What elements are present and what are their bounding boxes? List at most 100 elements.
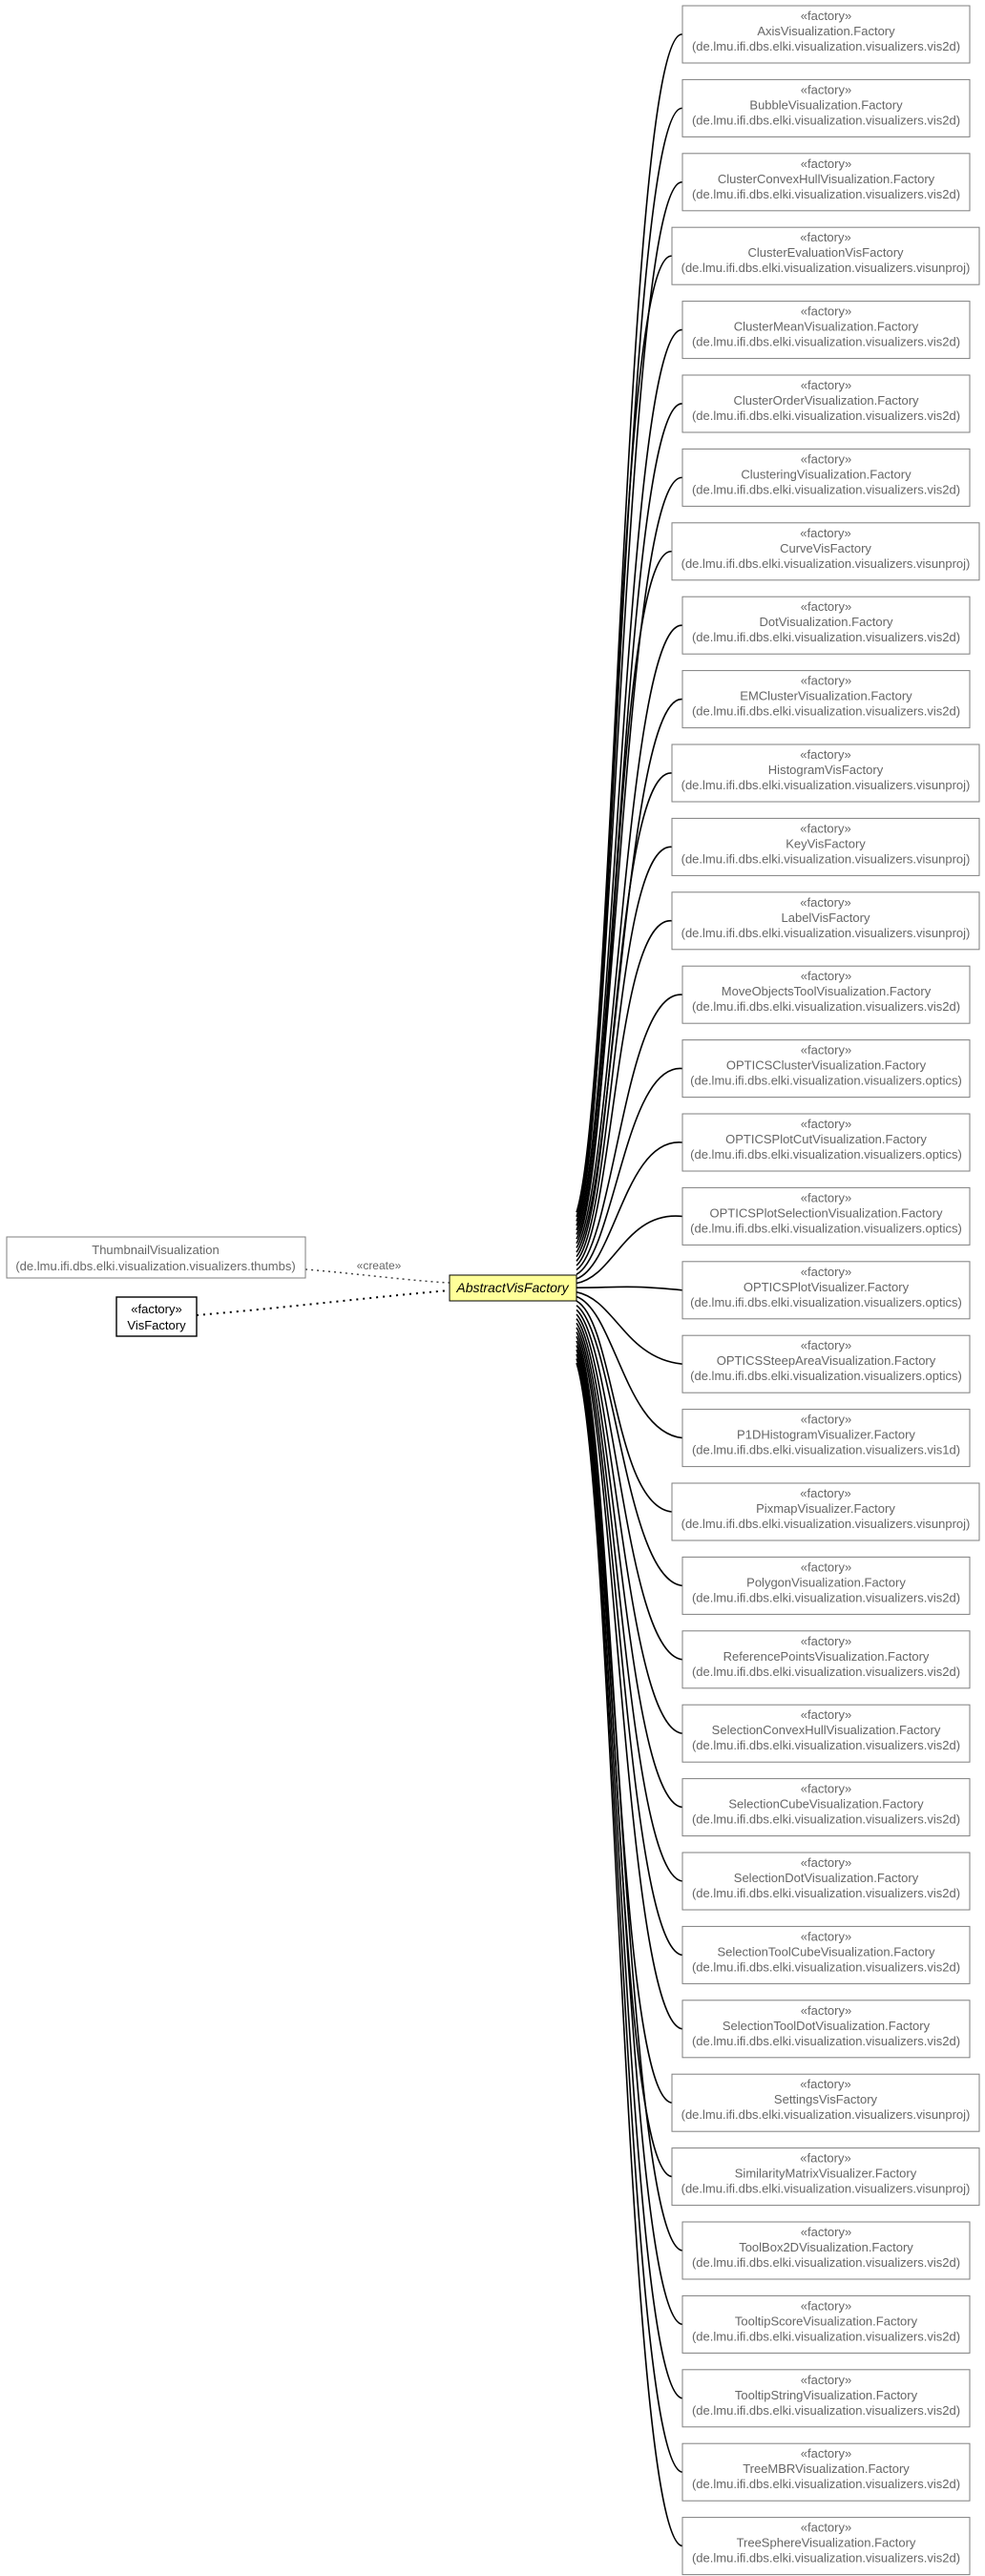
factory-name: ClusterOrderVisualization.Factory: [733, 393, 919, 408]
factory-node[interactable]: «factory»SelectionToolDotVisualization.F…: [681, 2000, 971, 2059]
factory-package: (de.lmu.ifi.dbs.elki.visualization.visua…: [692, 630, 960, 644]
inheritance-edge: [576, 624, 683, 1248]
factory-node[interactable]: «factory»TreeSphereVisualization.Factory…: [681, 2517, 971, 2576]
factory-node[interactable]: «factory»PixmapVisualizer.Factory(de.lmu…: [671, 1482, 980, 1541]
factory-node[interactable]: «factory»TooltipStringVisualization.Fact…: [681, 2369, 971, 2428]
factory-stereotype: «factory»: [801, 1190, 851, 1204]
factory-node[interactable]: «factory»CurveVisFactory(de.lmu.ifi.dbs.…: [671, 522, 980, 581]
factory-node[interactable]: «factory»SelectionConvexHullVisualizatio…: [681, 1704, 971, 1763]
factory-node[interactable]: «factory»P1DHistogramVisualizer.Factory(…: [681, 1409, 971, 1468]
factory-node[interactable]: «factory»KeyVisFactory(de.lmu.ifi.dbs.el…: [671, 817, 980, 876]
factory-stereotype: «factory»: [801, 2521, 851, 2535]
factory-package: (de.lmu.ifi.dbs.elki.visualization.visua…: [681, 2182, 971, 2196]
factory-box: [681, 1186, 971, 1246]
factory-node[interactable]: «factory»ClusterEvaluationVisFactory(de.…: [671, 226, 980, 285]
factory-node[interactable]: «factory»OPTICSPlotSelectionVisualizatio…: [681, 1186, 971, 1246]
inheritance-edge: [576, 403, 683, 1235]
factory-name: SelectionCubeVisualization.Factory: [728, 1797, 924, 1812]
factory-box: [681, 1925, 971, 1984]
abstract-vis-factory-node[interactable]: AbstractVisFactory: [449, 1274, 577, 1302]
factory-package: (de.lmu.ifi.dbs.elki.visualization.visua…: [692, 39, 960, 53]
factory-node[interactable]: «factory»EMClusterVisualization.Factory(…: [681, 670, 971, 729]
factory-stereotype: «factory»: [801, 2373, 851, 2387]
factory-box: [671, 891, 980, 951]
factory-node[interactable]: «factory»SelectionToolCubeVisualization.…: [681, 1925, 971, 1984]
factory-package: (de.lmu.ifi.dbs.elki.visualization.visua…: [692, 187, 960, 201]
factory-node[interactable]: «factory»TooltipScoreVisualization.Facto…: [681, 2294, 971, 2354]
factory-stereotype: «factory»: [801, 378, 851, 392]
factory-stereotype: «factory»: [800, 821, 850, 835]
inheritance-edge: [576, 1362, 683, 2547]
thumbnail-visualization-node[interactable]: ThumbnailVisualization (de.lmu.ifi.dbs.e…: [6, 1236, 306, 1279]
inheritance-edge: [576, 1349, 683, 2326]
realization-edge: [196, 1289, 451, 1316]
factory-stereotype: «factory»: [801, 674, 851, 688]
factory-name: BubbleVisualization.Factory: [749, 97, 903, 112]
inheritance-edge: [576, 846, 673, 1262]
factory-node[interactable]: «factory»ToolBox2DVisualization.Factory(…: [681, 2221, 971, 2280]
factory-node[interactable]: «factory»ReferencePointsVisualization.Fa…: [681, 1630, 971, 1689]
factory-stereotype: «factory»: [801, 1043, 851, 1058]
inheritance-edge: [576, 1327, 683, 1957]
factory-name: SelectionToolDotVisualization.Factory: [723, 2019, 931, 2033]
factory-package: (de.lmu.ifi.dbs.elki.visualization.visua…: [692, 482, 960, 496]
factory-node[interactable]: «factory»SelectionCubeVisualization.Fact…: [681, 1778, 971, 1837]
factory-stereotype: «factory»: [800, 2077, 850, 2091]
factory-package: (de.lmu.ifi.dbs.elki.visualization.visua…: [692, 2255, 960, 2270]
inheritance-edge: [576, 1358, 683, 2473]
factory-package: (de.lmu.ifi.dbs.elki.visualization.visua…: [681, 926, 971, 940]
factory-node[interactable]: «factory»SelectionDotVisualization.Facto…: [681, 1852, 971, 1911]
factory-node[interactable]: «factory»OPTICSPlotCutVisualization.Fact…: [681, 1113, 971, 1172]
inheritance-edge: [576, 328, 683, 1231]
factory-box: [681, 1852, 971, 1911]
factory-node[interactable]: «factory»MoveObjectsToolVisualization.Fa…: [681, 965, 971, 1024]
factory-box: [681, 2369, 971, 2428]
factory-package: (de.lmu.ifi.dbs.elki.visualization.visua…: [692, 408, 960, 423]
factory-box: [681, 2000, 971, 2059]
factory-nodes: «factory»AxisVisualization.Factory(de.lm…: [671, 5, 980, 2576]
factory-stereotype: «factory»: [801, 82, 851, 96]
inheritance-edge: [576, 1322, 683, 1882]
factory-box: [671, 2073, 980, 2132]
factory-node[interactable]: «factory»BubbleVisualization.Factory(de.…: [681, 78, 971, 137]
factory-package: (de.lmu.ifi.dbs.elki.visualization.visua…: [681, 1517, 971, 1531]
factory-node[interactable]: «factory»OPTICSSteepAreaVisualization.Fa…: [681, 1334, 971, 1393]
factory-stereotype: «factory»: [801, 2225, 851, 2239]
factory-node[interactable]: «factory»ClusterOrderVisualization.Facto…: [681, 374, 971, 433]
factory-name: ReferencePointsVisualization.Factory: [723, 1649, 930, 1664]
factory-stereotype: «factory»: [801, 1707, 851, 1722]
factory-node[interactable]: «factory»ClusteringVisualization.Factory…: [681, 448, 971, 507]
factory-node[interactable]: «factory»AxisVisualization.Factory(de.lm…: [681, 5, 971, 64]
factory-stereotype: «factory»: [801, 1117, 851, 1131]
factory-name: ClusterMeanVisualization.Factory: [734, 320, 919, 334]
factory-node[interactable]: «factory»ClusterMeanVisualization.Factor…: [681, 301, 971, 360]
factory-package: (de.lmu.ifi.dbs.elki.visualization.visua…: [692, 1665, 960, 1679]
factory-node[interactable]: «factory»DotVisualization.Factory(de.lmu…: [681, 596, 971, 655]
factory-package: (de.lmu.ifi.dbs.elki.visualization.visua…: [681, 851, 971, 866]
factory-package: (de.lmu.ifi.dbs.elki.visualization.visua…: [690, 1074, 962, 1088]
factory-package: (de.lmu.ifi.dbs.elki.visualization.visua…: [681, 556, 971, 571]
inheritance-edge: [576, 1300, 673, 1513]
factory-name: TreeSphereVisualization.Factory: [737, 2536, 916, 2550]
factory-box: [681, 1704, 971, 1763]
factory-box: [681, 1556, 971, 1615]
inheritance-edge: [576, 1215, 683, 1285]
factory-node[interactable]: «factory»HistogramVisFactory(de.lmu.ifi.…: [671, 743, 980, 803]
factory-node[interactable]: «factory»SimilarityMatrixVisualizer.Fact…: [671, 2147, 980, 2207]
factory-node[interactable]: «factory»ClusterConvexHullVisualization.…: [681, 153, 971, 212]
create-dependency-label: «create»: [357, 1259, 402, 1272]
factory-node[interactable]: «factory»LabelVisFactory(de.lmu.ifi.dbs.…: [671, 891, 980, 951]
factory-stereotype: «factory»: [801, 1634, 851, 1648]
factory-node[interactable]: «factory»TreeMBRVisualization.Factory(de…: [681, 2442, 971, 2502]
factory-node[interactable]: «factory»SettingsVisFactory(de.lmu.ifi.d…: [671, 2073, 980, 2132]
factory-stereotype: «factory»: [801, 451, 851, 466]
factory-node[interactable]: «factory»OPTICSPlotVisualizer.Factory(de…: [681, 1261, 971, 1320]
factory-node[interactable]: «factory»PolygonVisualization.Factory(de…: [681, 1556, 971, 1615]
factory-stereotype: «factory»: [801, 2446, 851, 2461]
factory-box: [681, 1630, 971, 1689]
factory-stereotype: «factory»: [801, 2003, 851, 2018]
visfactory-node[interactable]: «factory» VisFactory: [115, 1296, 198, 1337]
factory-package: (de.lmu.ifi.dbs.elki.visualization.visua…: [692, 1812, 960, 1827]
factory-node[interactable]: «factory»OPTICSClusterVisualization.Fact…: [681, 1039, 971, 1099]
factory-box: [681, 1261, 971, 1320]
